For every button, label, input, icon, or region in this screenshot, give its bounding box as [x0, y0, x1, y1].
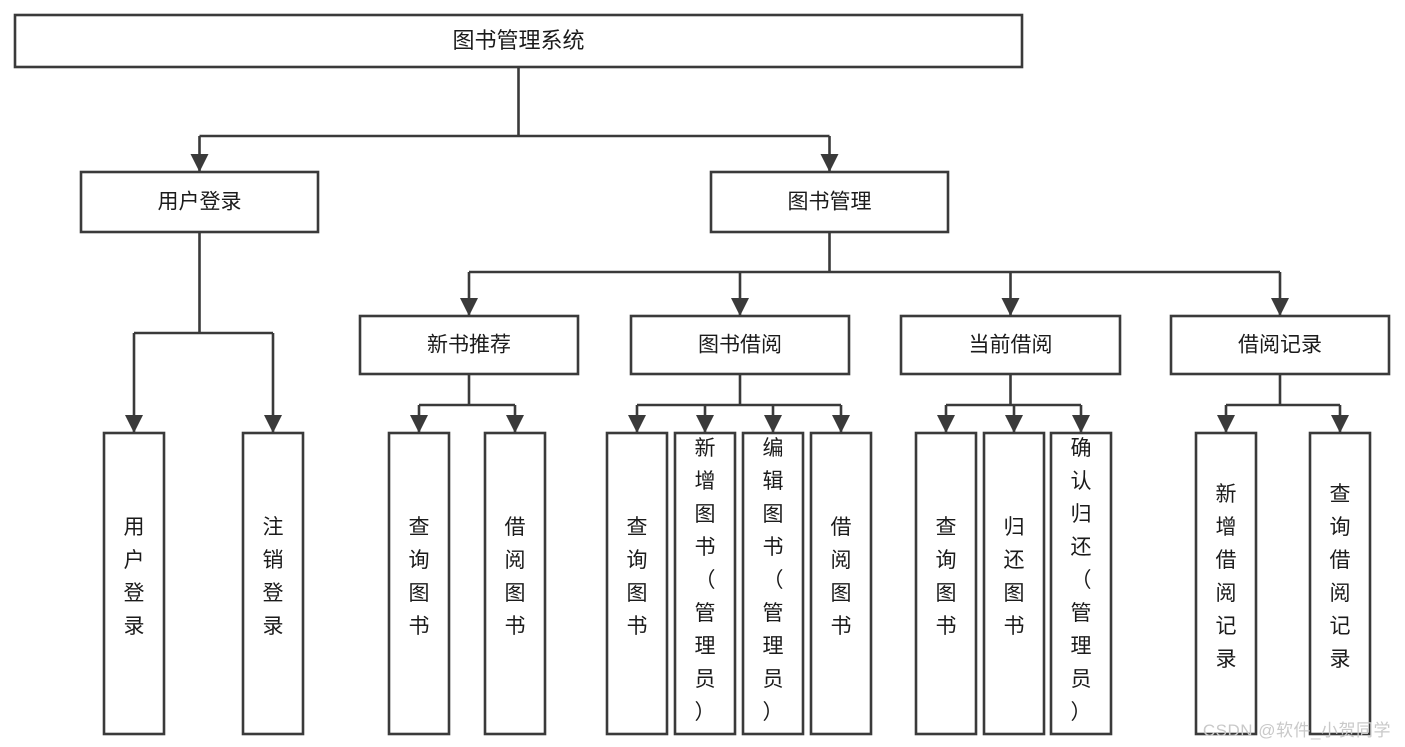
node-leaf-borrow-book: 借阅图书 — [809, 431, 873, 736]
node-user-login: 用户登录 — [79, 170, 320, 234]
node-leaf-return-book: 归还图书 — [982, 431, 1046, 736]
node-box-leaf-query-book-rec — [387, 431, 451, 736]
node-label-current-borrow: 当前借阅 — [969, 334, 1053, 357]
node-box-leaf-edit-book — [741, 431, 805, 736]
new-book-recommend-arrow-0 — [410, 415, 428, 433]
node-leaf-add-book: 新增图书（管理员） — [673, 431, 737, 736]
book-borrow-arrow-0 — [628, 415, 646, 433]
node-label-leaf-add-record: 新增借阅记录 — [1216, 483, 1237, 671]
node-label-leaf-query-book-rec: 查询图书 — [409, 516, 430, 638]
current-borrow-arrow-1 — [1005, 415, 1023, 433]
node-book-borrow: 图书借阅 — [629, 314, 851, 376]
node-label-book-borrow: 图书借阅 — [698, 334, 782, 357]
node-box-current-borrow — [899, 314, 1122, 376]
node-label-book-manage: 图书管理 — [788, 191, 872, 214]
book-borrow-arrow-3 — [832, 415, 850, 433]
node-leaf-borrow-book-rec: 借阅图书 — [483, 431, 547, 736]
node-label-leaf-borrow-book: 借阅图书 — [831, 516, 852, 638]
node-box-leaf-borrow-book — [809, 431, 873, 736]
node-current-borrow: 当前借阅 — [899, 314, 1122, 376]
node-leaf-logout: 注销登录 — [241, 431, 305, 736]
node-label-borrow-record: 借阅记录 — [1238, 334, 1322, 357]
connector-layer — [125, 67, 1349, 433]
node-leaf-query-book-current: 查询图书 — [914, 431, 978, 736]
current-borrow-arrow-2 — [1072, 415, 1090, 433]
node-leaf-query-record: 查询借阅记录 — [1308, 431, 1372, 736]
current-borrow-arrow-0 — [937, 415, 955, 433]
node-label-root: 图书管理系统 — [452, 28, 584, 53]
user-login-arrow-0 — [125, 415, 143, 433]
borrow-record-arrow-1 — [1331, 415, 1349, 433]
node-label-leaf-query-book-current: 查询图书 — [936, 516, 957, 638]
node-leaf-user-login: 用户登录 — [102, 431, 166, 736]
root-arrow-1 — [820, 154, 839, 172]
user-login-arrow-1 — [264, 415, 282, 433]
node-box-leaf-query-record — [1308, 431, 1372, 736]
borrow-record-arrow-0 — [1217, 415, 1235, 433]
book-manage-arrow-0 — [460, 298, 478, 316]
node-root: 图书管理系统 — [13, 13, 1024, 69]
node-book-manage: 图书管理 — [709, 170, 950, 234]
node-leaf-add-record: 新增借阅记录 — [1194, 431, 1258, 736]
node-label-new-book-recommend: 新书推荐 — [427, 334, 511, 357]
book-borrow-arrow-1 — [696, 415, 714, 433]
node-box-leaf-add-book — [673, 431, 737, 736]
node-leaf-query-book-borrow: 查询图书 — [605, 431, 669, 736]
node-box-leaf-return-book — [982, 431, 1046, 736]
node-label-user-login: 用户登录 — [158, 191, 242, 214]
root-arrow-0 — [190, 154, 209, 172]
node-box-root — [13, 13, 1024, 69]
node-layer: 图书管理系统用户登录图书管理新书推荐图书借阅当前借阅借阅记录用户登录注销登录查询… — [13, 13, 1391, 736]
node-label-leaf-edit-book: 编辑图书（管理员） — [763, 437, 784, 724]
node-box-user-login — [79, 170, 320, 234]
node-box-leaf-user-login — [102, 431, 166, 736]
node-label-leaf-add-book: 新增图书（管理员） — [695, 437, 716, 724]
node-label-leaf-logout: 注销登录 — [263, 516, 284, 638]
node-box-book-borrow — [629, 314, 851, 376]
node-label-leaf-return-book: 归还图书 — [1004, 516, 1025, 638]
node-box-borrow-record — [1169, 314, 1391, 376]
book-manage-arrow-2 — [1001, 298, 1020, 316]
node-box-leaf-confirm-return — [1049, 431, 1113, 736]
node-label-leaf-user-login: 用户登录 — [124, 516, 145, 638]
node-box-leaf-borrow-book-rec — [483, 431, 547, 736]
node-box-leaf-logout — [241, 431, 305, 736]
node-label-leaf-query-book-borrow: 查询图书 — [627, 516, 648, 638]
book-manage-arrow-3 — [1271, 298, 1289, 316]
new-book-recommend-arrow-1 — [506, 415, 524, 433]
node-label-leaf-borrow-book-rec: 借阅图书 — [505, 516, 526, 638]
node-leaf-edit-book: 编辑图书（管理员） — [741, 431, 805, 736]
node-leaf-confirm-return: 确认归还（管理员） — [1049, 431, 1113, 736]
node-box-leaf-query-book-borrow — [605, 431, 669, 736]
node-box-leaf-add-record — [1194, 431, 1258, 736]
node-label-leaf-confirm-return: 确认归还（管理员） — [1071, 437, 1092, 724]
book-manage-arrow-1 — [731, 298, 749, 316]
node-leaf-query-book-rec: 查询图书 — [387, 431, 451, 736]
node-label-leaf-query-record: 查询借阅记录 — [1330, 483, 1351, 671]
book-borrow-arrow-2 — [764, 415, 782, 433]
node-borrow-record: 借阅记录 — [1169, 314, 1391, 376]
node-box-leaf-query-book-current — [914, 431, 978, 736]
node-new-book-recommend: 新书推荐 — [358, 314, 580, 376]
node-box-book-manage — [709, 170, 950, 234]
node-box-new-book-recommend — [358, 314, 580, 376]
